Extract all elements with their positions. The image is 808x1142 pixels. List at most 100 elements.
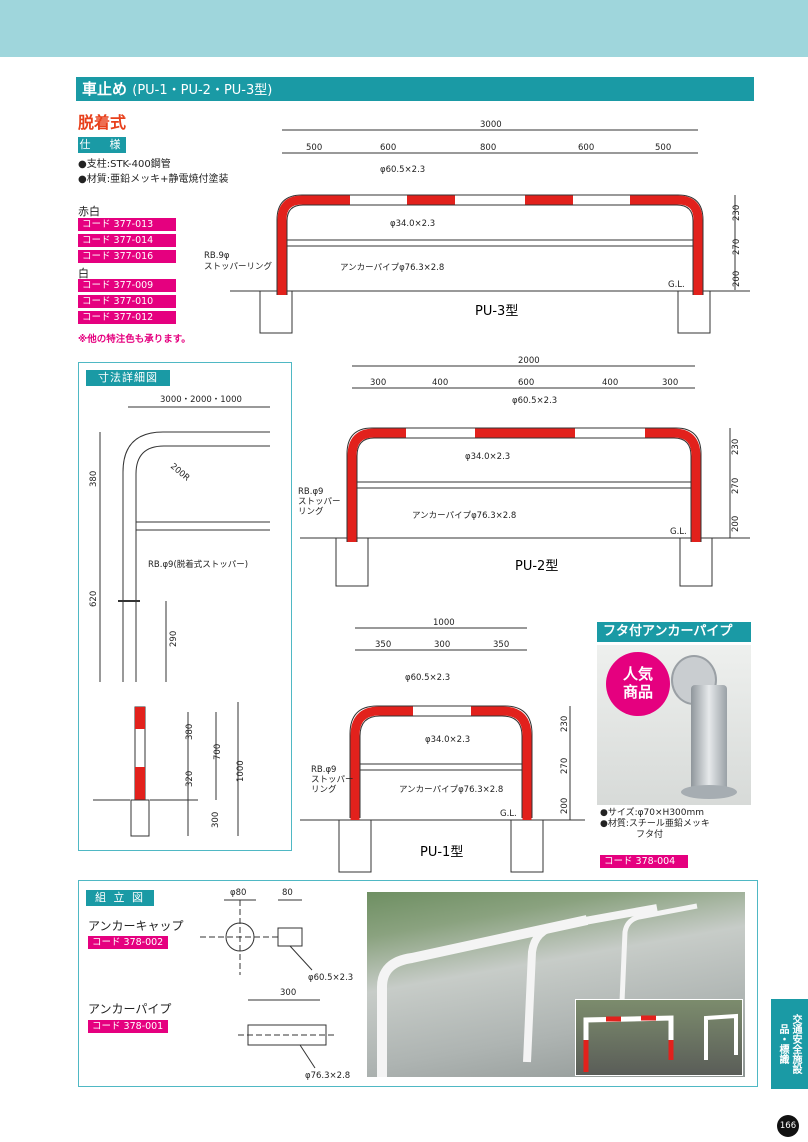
pu3-model: PU-3型 — [475, 304, 518, 319]
detail-box — [78, 362, 292, 851]
pu1-height: 200 — [560, 798, 570, 814]
pu1-height: 230 — [560, 716, 570, 732]
product-spec-list: ●サイズ:φ70×H300mm ●材質:スチール亜鉛メッキ フタ付 — [600, 808, 710, 841]
pu1-gl: G.L. — [500, 809, 517, 819]
pu1-seg: 350 — [493, 640, 509, 650]
cap-label: アンカーキャップ — [88, 919, 184, 933]
pu2-stopper: ストッパー — [298, 497, 341, 507]
pipe-label: アンカーパイプ — [88, 1002, 172, 1016]
detail-width-label: 3000・2000・1000 — [160, 395, 242, 405]
side-tab: 交通安全施設品・標識 — [771, 999, 808, 1089]
spec-item: フタ付 — [636, 830, 664, 840]
product-code: コード 377-010 (2m) — [78, 295, 176, 320]
white-label: 白 — [78, 267, 89, 280]
product-code: コード 377-012 (1m) — [78, 311, 176, 336]
pu1-drawing: 1000 350 300 350 φ60.5×2.3 φ34.0×2.3 RB.… — [300, 618, 585, 873]
pu1-anchor: アンカーパイプφ76.3×2.8 — [399, 785, 503, 795]
inset-illustration — [583, 1013, 738, 1072]
spec-item: ●材質:スチール亜鉛メッキ — [600, 819, 710, 829]
pu3-pipe-top: φ60.5×2.3 — [380, 165, 425, 175]
dim-label: 380 — [89, 471, 99, 487]
pu1-pipe-mid: φ34.0×2.3 — [425, 735, 470, 745]
spec-heading: 仕 様 — [78, 137, 126, 153]
pu2-pipe-top: φ60.5×2.3 — [512, 396, 557, 406]
pu2-seg: 600 — [518, 378, 534, 388]
pu2-seg: 400 — [602, 378, 618, 388]
pu1-total: 1000 — [433, 618, 455, 628]
page-title: 車止め (PU-1・PU-2・PU-3型) — [76, 77, 754, 101]
pu1-model: PU-1型 — [420, 845, 463, 860]
pu3-seg: 500 — [306, 143, 322, 153]
pu2-model: PU-2型 — [515, 559, 558, 574]
pu1-seg: 350 — [375, 640, 391, 650]
pu1-height: 270 — [560, 758, 570, 774]
assembly-drawing: φ80 80 φ60.5×2.3 300 φ76.3×2.8 — [200, 888, 353, 1080]
product-code: コード 377-009 (3m) — [78, 279, 176, 304]
pu3-stopper: RB.9φ — [204, 251, 230, 261]
red-white-label: 赤白 — [78, 205, 100, 218]
pu2-stopper: リング — [298, 506, 324, 517]
badge-line: 人気 — [622, 665, 653, 683]
pu1-seg: 300 — [434, 640, 450, 650]
pu3-pipe-mid: φ34.0×2.3 — [390, 219, 435, 229]
pipe-body — [691, 685, 727, 795]
detail-drawing: 3000・2000・1000 200R RB.φ9(脱着式ストッパー) 380 … — [89, 395, 270, 837]
pu1-stopper: RB.φ9 — [311, 765, 336, 775]
spec-item: ●材質:亜鉛メッキ+静電焼付塗装 — [78, 174, 229, 185]
popular-badge: 人気 商品 — [606, 652, 670, 716]
installation-photo — [367, 892, 745, 1077]
pu3-drawing: 3000 500 600 800 600 500 φ60.5×2.3 φ34.0… — [204, 120, 750, 334]
pipe-base — [681, 785, 737, 799]
pu3-seg: 500 — [655, 143, 671, 153]
pu2-gl: G.L. — [670, 527, 687, 537]
product-code: コード 378-004 — [600, 855, 688, 868]
cap-code: コード 378-002 — [88, 936, 168, 949]
type-label: 脱着式 — [78, 113, 127, 132]
pu2-seg: 300 — [370, 378, 386, 388]
dim-label: 620 — [89, 591, 99, 607]
pu3-anchor: アンカーパイプφ76.3×2.8 — [340, 263, 444, 273]
photo-illustration — [377, 903, 698, 1077]
spec-list: ●支柱:STK-400鋼管 ●材質:亜鉛メッキ+静電焼付塗装 — [78, 157, 228, 187]
pu3-seg: 600 — [380, 143, 396, 153]
inset-photo — [575, 999, 743, 1076]
detail-stopper: RB.φ9(脱着式ストッパー) — [148, 559, 248, 570]
detail-heading: 寸法詳細図 — [86, 370, 170, 386]
pu2-total: 2000 — [518, 356, 540, 366]
pu3-stopper: ストッパーリング — [204, 261, 273, 272]
pipe-code: コード 378-001 — [88, 1020, 168, 1033]
pu3-height: 270 — [732, 239, 742, 255]
badge-line: 商品 — [622, 683, 653, 701]
pu2-stopper: RB.φ9 — [298, 487, 323, 497]
pipe-dim: φ76.3×2.8 — [305, 1071, 350, 1080]
pu2-anchor: アンカーパイプφ76.3×2.8 — [412, 511, 516, 521]
page-number: 166 — [777, 1115, 799, 1137]
pu2-height: 270 — [731, 478, 741, 494]
pu1-stopper: リング — [311, 784, 337, 795]
detail-radius: 200R — [168, 462, 191, 484]
pu1-pipe-top: φ60.5×2.3 — [405, 673, 450, 683]
assembly-box — [78, 880, 758, 1087]
dim-label: 380 — [185, 724, 195, 740]
pu3-height: 230 — [732, 205, 742, 221]
product-code: コード 377-014 (2m) — [78, 234, 176, 259]
cap-dim: 80 — [282, 888, 293, 898]
cap-dim: φ60.5×2.3 — [308, 973, 353, 983]
product-heading: フタ付アンカーパイプ — [597, 622, 751, 642]
custom-color-note: ※他の特注色も承ります。 — [78, 334, 191, 345]
dim-label: 320 — [185, 771, 195, 787]
pu3-seg: 600 — [578, 143, 594, 153]
cap-dim: φ80 — [230, 888, 246, 898]
pu3-seg: 800 — [480, 143, 496, 153]
product-code: コード 377-013 (3m) — [78, 218, 176, 243]
dim-label: 290 — [169, 631, 179, 647]
dim-label: 1000 — [236, 760, 246, 782]
pu2-pipe-mid: φ34.0×2.3 — [465, 452, 510, 462]
pu2-seg: 400 — [432, 378, 448, 388]
dim-label: 700 — [213, 744, 223, 760]
pu2-height: 200 — [731, 516, 741, 532]
assembly-heading: 組 立 図 — [86, 890, 154, 906]
pu2-height: 230 — [731, 439, 741, 455]
dim-label: 300 — [211, 812, 221, 828]
spec-item: ●支柱:STK-400鋼管 — [78, 159, 171, 170]
